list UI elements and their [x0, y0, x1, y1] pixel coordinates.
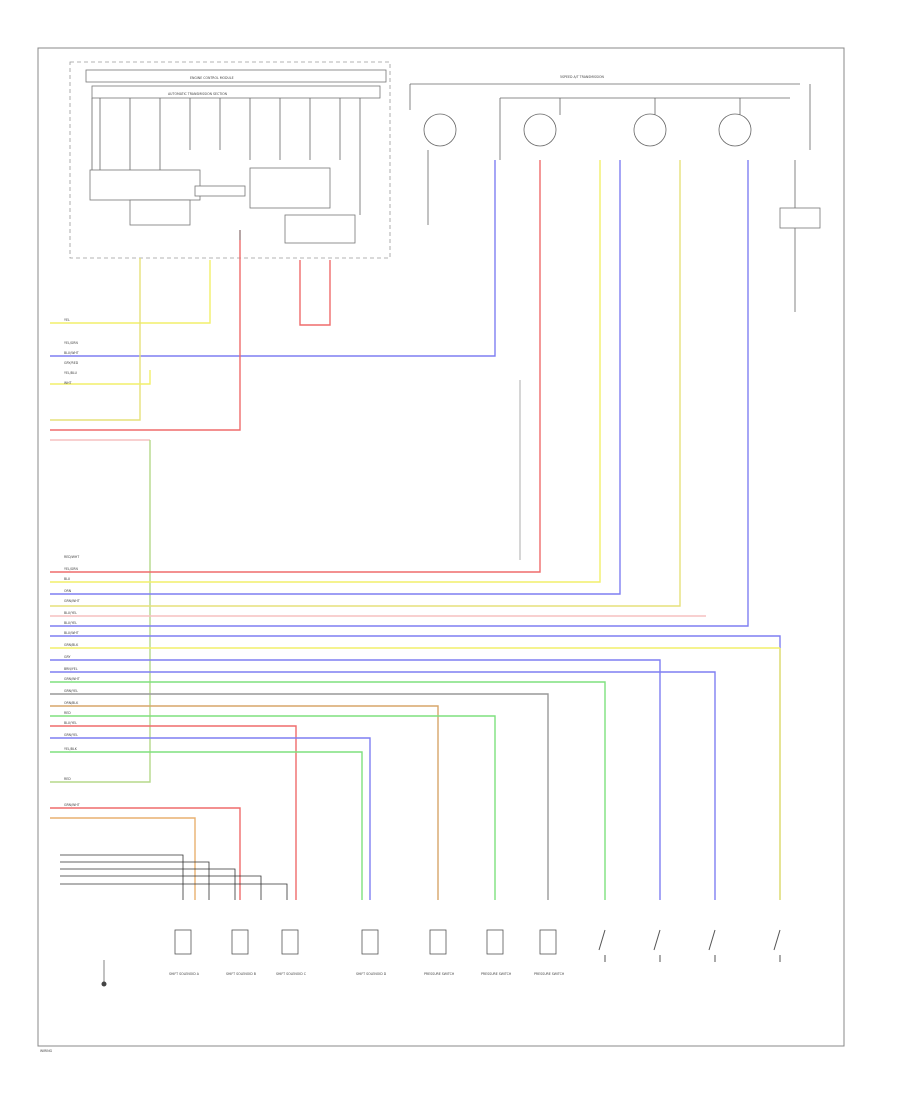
wire — [60, 883, 288, 900]
pin-label: BLU/WHT — [64, 631, 79, 635]
wire — [50, 751, 363, 900]
wire — [50, 160, 601, 583]
switch-1 — [598, 929, 606, 962]
pin-label: RED — [64, 711, 71, 715]
wire — [60, 875, 262, 900]
pin-label: YEL/BLK — [64, 747, 78, 751]
component-5: PRESSURE SWITCH — [424, 929, 455, 976]
pin-label: BRN/YEL — [64, 667, 78, 671]
wire — [50, 671, 716, 900]
pin-label: GRY — [64, 655, 70, 659]
ecm-title: ENGINE CONTROL MODULE — [190, 76, 234, 80]
pin-label: BLU/YEL — [64, 611, 77, 615]
wire — [50, 635, 781, 900]
pin-label: BLU/YEL — [64, 621, 77, 625]
wire — [50, 160, 496, 357]
footer-code: WIRING — [40, 1049, 53, 1053]
component-3: SHIFT SOLENOID C — [276, 929, 307, 976]
pin-label: WHT — [64, 381, 72, 385]
component-label: PRESSURE SWITCH — [424, 972, 455, 976]
pin-label: RED/WHT — [64, 555, 79, 559]
wire — [50, 160, 621, 595]
wire — [50, 258, 141, 421]
solenoid-icon — [429, 929, 447, 955]
pin-label: YEL — [64, 318, 70, 322]
component-label: SHIFT SOLENOID B — [226, 972, 256, 976]
wire — [50, 260, 211, 324]
pin-label: GRN/WHT — [64, 677, 80, 681]
solenoid-icon — [174, 929, 192, 955]
wire — [50, 705, 439, 900]
ecm-module: ENGINE CONTROL MODULE AUTOMATIC TRANSMIS… — [69, 61, 391, 259]
connector-pin-labels: YEL YEL/GRN BLU/WHT GRY/RED YEL/BLU WHT RED/WH… — [64, 318, 80, 807]
component-7: PRESSURE SWITCH — [534, 929, 565, 976]
wire — [50, 160, 749, 627]
solenoid-icon — [281, 929, 299, 955]
diagram-frame — [37, 47, 845, 1047]
wire — [50, 659, 661, 900]
pin-label: GRN/YEL — [64, 689, 78, 693]
solenoid-icon — [486, 929, 504, 955]
pin-label: BLU — [64, 577, 71, 581]
wire — [50, 693, 549, 900]
wire — [50, 440, 151, 783]
wire — [50, 725, 297, 900]
ecm-subtitle: AUTOMATIC TRANSMISSION SECTION — [168, 92, 228, 96]
pin-label: YEL/BLU — [64, 371, 78, 375]
wire — [50, 230, 241, 431]
component-4: SHIFT SOLENOID D — [356, 929, 387, 976]
pin-label: GRN/BLK — [64, 643, 79, 647]
switch-icon — [708, 929, 716, 951]
wire — [50, 370, 151, 385]
wire — [50, 681, 606, 900]
pin-label: RED — [64, 777, 71, 781]
component-label: SHIFT SOLENOID C — [276, 972, 307, 976]
pin-label: ORN/BLK — [64, 701, 79, 705]
wire — [299, 260, 331, 326]
pin-label: GRN/WHT — [64, 803, 80, 807]
wire — [50, 160, 681, 607]
component-label: PRESSURE SWITCH — [481, 972, 512, 976]
solenoid-icon — [539, 929, 557, 955]
solenoid-icon — [361, 929, 379, 955]
component-2: SHIFT SOLENOID B — [226, 929, 256, 976]
pin-label: ORN — [64, 589, 72, 593]
wire — [50, 737, 371, 900]
component-6: PRESSURE SWITCH — [481, 929, 512, 976]
switch-icon — [598, 929, 606, 951]
ground-icon — [101, 960, 107, 987]
pin-label: BLU/WHT — [64, 351, 79, 355]
solenoid-icon — [231, 929, 249, 955]
pin-label: GRN/YEL — [64, 733, 78, 737]
component-label: SHIFT SOLENOID D — [356, 972, 387, 976]
wire — [60, 854, 184, 900]
pin-label: YEL/GRN — [64, 567, 78, 571]
wire — [60, 868, 236, 900]
pin-label: YEL/GRN — [64, 341, 78, 345]
component-symbols: SHIFT SOLENOID A SHIFT SOLENOID B SHIFT SO… — [169, 929, 781, 976]
wire-harness — [50, 160, 781, 900]
wire — [50, 817, 196, 900]
wire — [50, 807, 241, 900]
switch-icon — [773, 929, 781, 951]
component-1: SHIFT SOLENOID A — [169, 929, 200, 976]
component-label: PRESSURE SWITCH — [534, 972, 565, 976]
pin-label: GRY/RED — [64, 361, 79, 365]
switch-icon — [653, 929, 661, 951]
switch-2 — [653, 929, 661, 962]
wire — [60, 861, 210, 900]
wire — [50, 160, 541, 573]
pin-label: BLU/YEL — [64, 721, 77, 725]
switch-4 — [773, 929, 781, 962]
transmission-module: 5SPEED A/T TRANSMISSION — [409, 75, 821, 312]
trans-title: 5SPEED A/T TRANSMISSION — [560, 75, 604, 79]
wire — [50, 715, 496, 900]
pin-label: GRN/WHT — [64, 599, 80, 603]
component-label: SHIFT SOLENOID A — [169, 972, 200, 976]
switch-3 — [708, 929, 716, 962]
